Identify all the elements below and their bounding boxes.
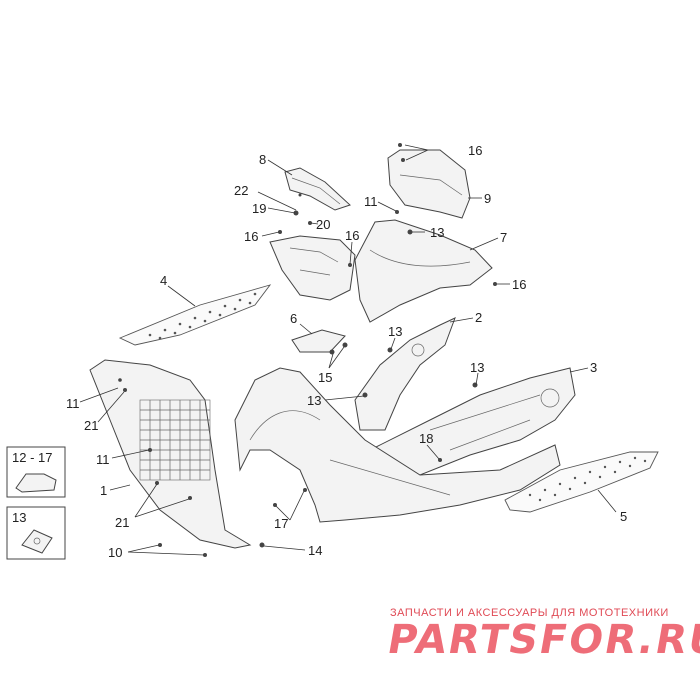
- part-2-side-panel: [354, 317, 456, 431]
- callout-4: 4: [160, 273, 167, 288]
- callout-2: 2: [475, 310, 482, 325]
- callout-8: 8: [259, 152, 266, 167]
- legend-box-12-17: 12 - 17: [6, 446, 66, 498]
- watermark-brand: PARTSFOR.RU: [383, 617, 700, 663]
- callout-16-left: 16: [244, 229, 258, 244]
- callout-3: 3: [590, 360, 597, 375]
- legend-label-13: 13: [12, 510, 26, 525]
- callout-11-low: 11: [96, 452, 110, 467]
- callout-16-top: 16: [468, 143, 482, 158]
- legend-box-13: 13: [6, 506, 66, 560]
- callout-7: 7: [500, 230, 507, 245]
- legend-label-12-17: 12 - 17: [12, 450, 52, 465]
- callout-20: 20: [316, 217, 330, 232]
- callout-17: 17: [274, 516, 288, 531]
- part-7-inner-panel: [354, 219, 493, 323]
- callout-21-low: 21: [115, 515, 129, 530]
- callout-11-top: 11: [364, 194, 378, 209]
- callout-18: 18: [419, 431, 433, 446]
- callout-13-right: 13: [470, 360, 484, 375]
- callout-16-mid: 16: [345, 228, 359, 243]
- part-9-cover: [387, 149, 471, 219]
- callout-1: 1: [100, 483, 107, 498]
- callout-14: 14: [308, 543, 322, 558]
- callout-16-right: 16: [512, 277, 526, 292]
- part-main-body: [234, 367, 561, 523]
- callout-15: 15: [318, 370, 332, 385]
- watermark-tagline: ЗАПЧАСТИ И АКСЕССУАРЫ ДЛЯ МОТОТЕХНИКИ: [390, 607, 669, 619]
- callout-13-top: 13: [430, 225, 444, 240]
- leader-lines: [79, 144, 617, 556]
- part-8-bracket: [284, 167, 351, 211]
- callout-6: 6: [290, 311, 297, 326]
- callout-19: 19: [252, 201, 266, 216]
- part-6-plate: [291, 329, 346, 353]
- part-5-floor-mat: [504, 451, 659, 513]
- callout-13-low: 13: [307, 393, 321, 408]
- callout-labels: 8 16 9 22 11 19 20 13 16 16 7 16 4 2 6 1…: [66, 143, 627, 560]
- callout-13-mid: 13: [388, 324, 402, 339]
- callout-9: 9: [484, 191, 491, 206]
- callout-11-left: 11: [66, 396, 80, 411]
- part-inner-bracket: [269, 235, 356, 301]
- callout-10: 10: [108, 545, 122, 560]
- callout-21-top: 21: [84, 418, 98, 433]
- callout-5: 5: [620, 509, 627, 524]
- part-1-front-shield: [89, 359, 252, 549]
- part-4-grille: [118, 284, 272, 346]
- callout-22: 22: [234, 183, 248, 198]
